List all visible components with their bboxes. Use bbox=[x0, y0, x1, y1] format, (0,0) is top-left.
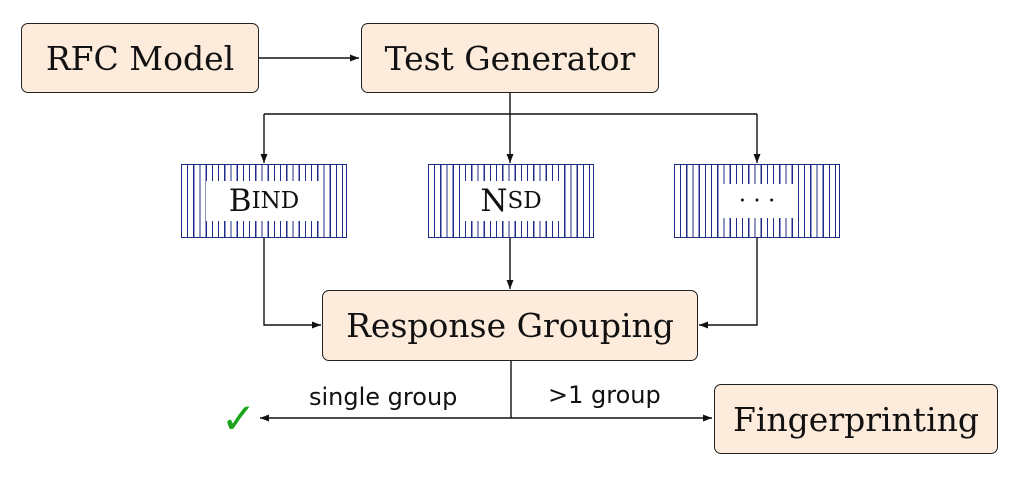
single-group-label: single group bbox=[309, 383, 458, 411]
impl-others-label: · · · bbox=[720, 184, 794, 218]
fingerprinting-node: Fingerprinting bbox=[714, 384, 998, 454]
test-generator-label: Test Generator bbox=[384, 38, 636, 78]
fingerprinting-label: Fingerprinting bbox=[732, 399, 980, 439]
impl-others-ellipsis: · · · bbox=[738, 188, 776, 214]
arrow-bind-to-grouping bbox=[263, 238, 321, 329]
rfc-model-node: RFC Model bbox=[21, 23, 259, 93]
impl-others-node bbox=[674, 164, 840, 238]
impl-bind-rest: IND bbox=[251, 188, 300, 214]
arrow-others-to-grouping bbox=[699, 238, 758, 329]
success-check-icon: ✓ bbox=[221, 394, 257, 443]
response-grouping-label: Response Grouping bbox=[346, 306, 674, 345]
test-generator-node: Test Generator bbox=[361, 23, 659, 93]
multi-group-label: >1 group bbox=[548, 381, 661, 409]
impl-nsd-rest: SD bbox=[507, 188, 542, 214]
response-grouping-node: Response Grouping bbox=[322, 290, 698, 361]
impl-nsd-initial: N bbox=[480, 183, 508, 219]
rfc-model-label: RFC Model bbox=[45, 38, 235, 78]
impl-bind-initial: B bbox=[228, 183, 252, 219]
